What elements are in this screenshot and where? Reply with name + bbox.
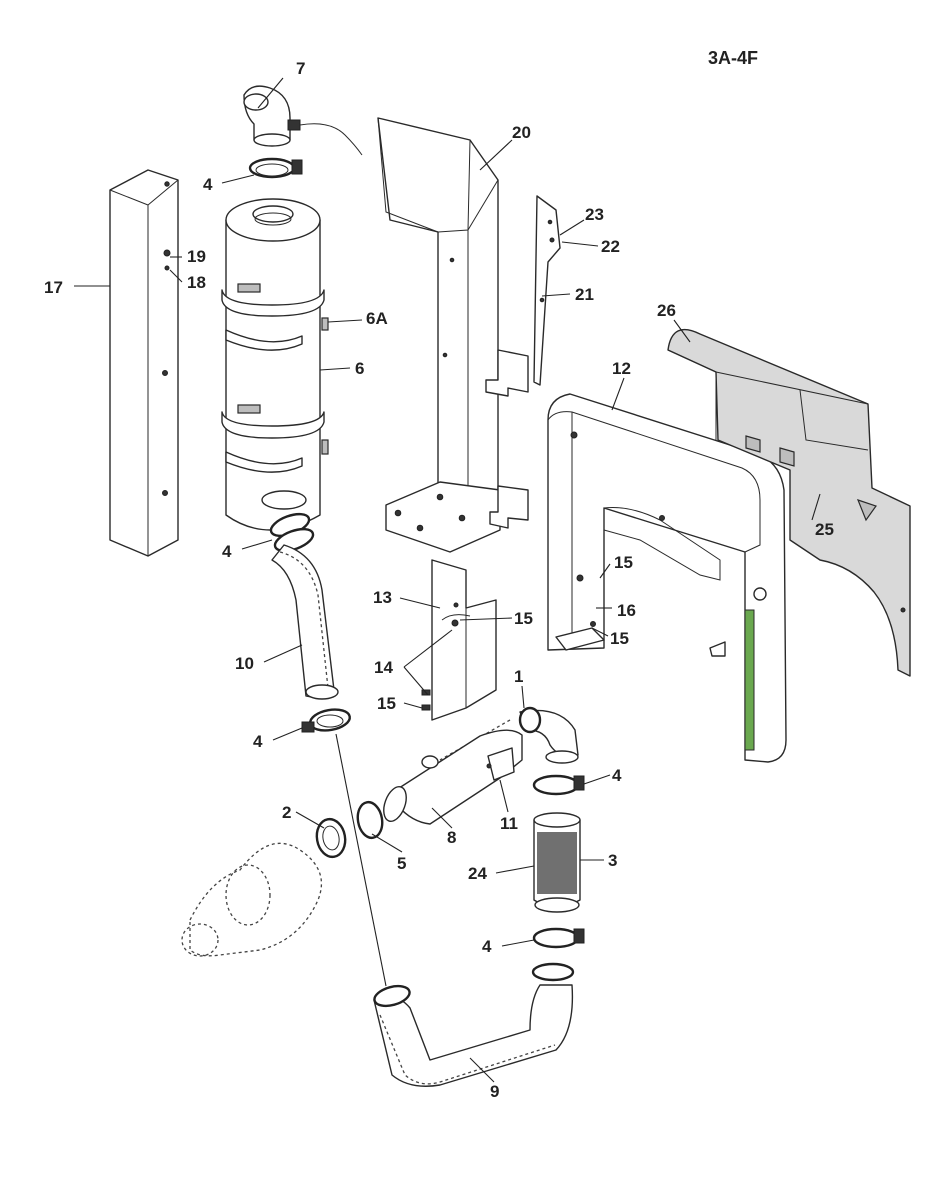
part-21-bracket (533, 195, 561, 386)
part-25-26-shroud (667, 328, 911, 677)
part-7-elbow (243, 85, 363, 156)
part-8-diffuser (383, 729, 523, 825)
callout-17: 17 (44, 278, 63, 297)
callout-3: 3 (608, 851, 617, 870)
callout-9: 9 (490, 1082, 499, 1101)
callout-15: 15 (614, 553, 633, 572)
part-3-24-filter (533, 812, 581, 913)
callout-4: 4 (222, 542, 232, 561)
callout-23: 23 (585, 205, 604, 224)
callout-8: 8 (447, 828, 456, 847)
callout-13: 13 (373, 588, 392, 607)
part-10-pipe (271, 544, 339, 700)
part-13-plate (421, 559, 497, 721)
callout-21: 21 (575, 285, 594, 304)
callout-labels: 7 4 19 18 17 6A 6 4 10 4 20 23 22 21 26 … (44, 59, 834, 1101)
turbo-outline (181, 842, 323, 957)
callout-26: 26 (657, 301, 676, 320)
callout-12: 12 (612, 359, 631, 378)
callout-15: 15 (610, 629, 629, 648)
part-17-heat-shield (109, 169, 179, 557)
callout-24: 24 (468, 864, 487, 883)
diagram-code: 3A-4F (708, 48, 758, 68)
callout-4: 4 (612, 766, 622, 785)
callout-15: 15 (377, 694, 396, 713)
callout-16: 16 (617, 601, 636, 620)
callout-11: 11 (500, 814, 518, 833)
leader-lines (74, 77, 821, 1083)
part-4-clamp-left (301, 708, 351, 733)
callout-2: 2 (282, 803, 291, 822)
callout-6: 6 (355, 359, 364, 378)
callout-18: 18 (187, 273, 206, 292)
part-12-frame (547, 393, 787, 763)
part-20-stack-tube (377, 117, 529, 553)
part-4-clamp-top (248, 157, 303, 179)
callout-22: 22 (601, 237, 620, 256)
callout-7: 7 (296, 59, 305, 78)
callout-14: 14 (374, 658, 393, 677)
part-5-gasket (356, 800, 384, 840)
part-4-clamp-right-lower (531, 927, 585, 982)
part-2-flange (315, 817, 347, 859)
part-4-clamp-right-upper (532, 774, 585, 796)
callout-10: 10 (235, 654, 254, 673)
callout-1: 1 (514, 667, 523, 686)
callout-15: 15 (514, 609, 533, 628)
callout-6a: 6A (366, 309, 388, 328)
callout-5: 5 (397, 854, 406, 873)
callout-4: 4 (253, 732, 263, 751)
part-1-elbow (439, 706, 579, 764)
part-6-muffler (221, 198, 329, 531)
callout-4: 4 (482, 937, 492, 956)
part-9-u-pipe (335, 733, 574, 1087)
callout-20: 20 (512, 123, 531, 142)
callout-25: 25 (815, 520, 834, 539)
callout-19: 19 (187, 247, 206, 266)
callout-4: 4 (203, 175, 213, 194)
